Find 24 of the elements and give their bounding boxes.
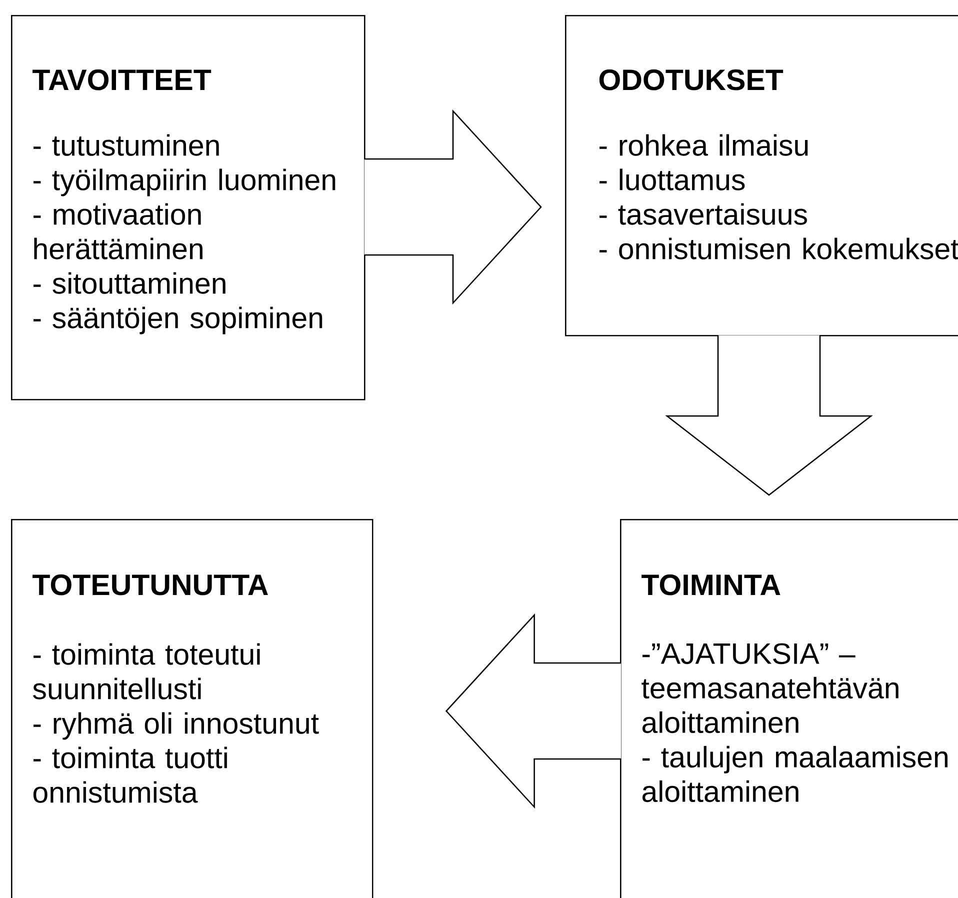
list-item: - motivaation herättäminen: [34, 203, 202, 260]
text-box: [565, 15, 958, 336]
list-item: - taulujen maalaamisen aloittaminen: [642, 746, 948, 802]
heading: TAVOITTEET: [32, 69, 212, 90]
text-box: [11, 519, 374, 898]
heading: TOIMINTA: [642, 574, 780, 596]
text-box: [620, 519, 958, 898]
text-box: [11, 15, 366, 400]
block-arrow: [445, 613, 622, 809]
heading: ODOTUKSET: [599, 69, 784, 90]
block-arrow: [665, 334, 873, 496]
heading: TOTEUTUNUTTA: [32, 574, 268, 596]
list-item: - toiminta tuotti onnistumista: [33, 746, 227, 803]
list-item: - tutustuminen: [34, 134, 219, 156]
list-item: - toiminta toteutui suunnitellusti: [33, 643, 260, 700]
list-item: - sääntöjen sopiminen: [34, 306, 322, 334]
list-item: - työilmapiirin luominen: [34, 168, 336, 196]
list-item: -”AJATUKSIA” – teemasanatehtävän aloittaminen: [642, 643, 898, 734]
list-item: - luottamus: [600, 168, 745, 190]
list-item: - rohkea ilmaisu: [600, 134, 808, 156]
list-item: - tasavertaisuus: [600, 203, 807, 225]
list-item: - sitouttaminen: [34, 272, 226, 294]
list-item: - ryhmä oli innostunut: [34, 712, 319, 740]
block-arrow: [364, 109, 542, 305]
